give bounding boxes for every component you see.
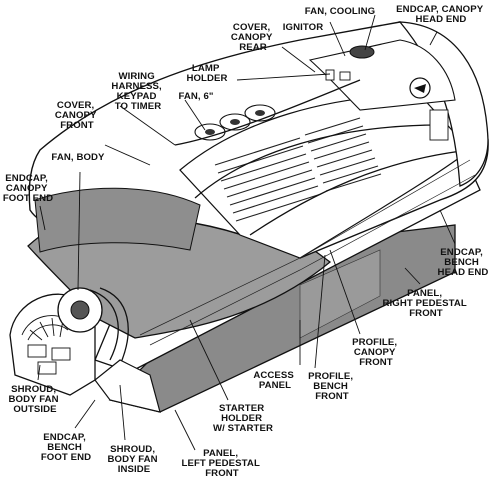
body-fan-shroud-inside-edge [99,287,129,366]
label-shroud-body-fan-outside: SHROUD, BODY FAN OUTSIDE [9,384,62,415]
label-profile-canopy-front: PROFILE, CANOPY FRONT [352,337,400,368]
label-profile-bench-front: PROFILE, BENCH FRONT [308,371,356,402]
canopy-rib-2 [249,149,471,236]
leader-lines [37,14,456,451]
profile-canopy-front-strip [139,159,471,336]
wiring-harness-cable [174,79,361,146]
label-endcap-bench-foot-end: ENDCAP, BENCH FOOT END [41,432,91,463]
label-shroud-body-fan-inside: SHROUD, BODY FAN INSIDE [108,444,161,475]
label-panel-right-pedestal-front: PANEL, RIGHT PEDESTAL FRONT [383,288,470,319]
label-wiring-harness: WIRING HARNESS, KEYPAD TO TIMER [111,71,164,112]
label-cover-canopy-front: COVER, CANOPY FRONT [55,100,99,131]
label-access-panel: ACCESS PANEL [253,370,296,391]
ignitor-body [339,71,351,81]
label-fan-6: FAN, 6" [178,91,213,102]
head-end-fan-blade [414,84,426,93]
tanning-bed-illustration [9,21,489,413]
label-endcap-canopy-head-end: ENDCAP, CANOPY HEAD END [396,4,486,25]
label-fan-body: FAN, BODY [51,152,105,163]
bench-foot-endcap [94,359,161,413]
body-fan-hub [70,300,90,320]
top-fans [194,104,276,141]
lamp-holder-body [325,69,335,81]
callout-labels: COVER, CANOPY REAR FAN, COOLING ENDCAP, … [3,4,489,479]
profile-bench-front-strip [149,174,476,346]
shroud-vent-1 [27,344,47,358]
label-fan-cooling: FAN, COOLING [305,6,376,17]
cooling-fan-hub [349,45,375,59]
label-endcap-canopy-foot-end: ENDCAP, CANOPY FOOT END [3,173,53,204]
label-cover-canopy-rear: COVER, CANOPY REAR [231,22,275,53]
body-fan-shroud-inside [89,289,119,361]
canopy-foot-shading [34,187,201,253]
head-end-bracket [429,109,449,141]
label-endcap-bench-head-end: ENDCAP, BENCH HEAD END [438,247,489,278]
shroud-vent-3 [37,361,57,375]
label-starter-holder: STARTER HOLDER W/ STARTER [213,403,273,434]
shroud-vent-2 [51,347,71,361]
label-lamp-holder: LAMP HOLDER [186,63,227,84]
label-panel-left-pedestal-front: PANEL, LEFT PEDESTAL FRONT [182,448,263,479]
label-ignitor: IGNITOR [283,22,324,33]
canopy-rib-1 [194,124,441,199]
